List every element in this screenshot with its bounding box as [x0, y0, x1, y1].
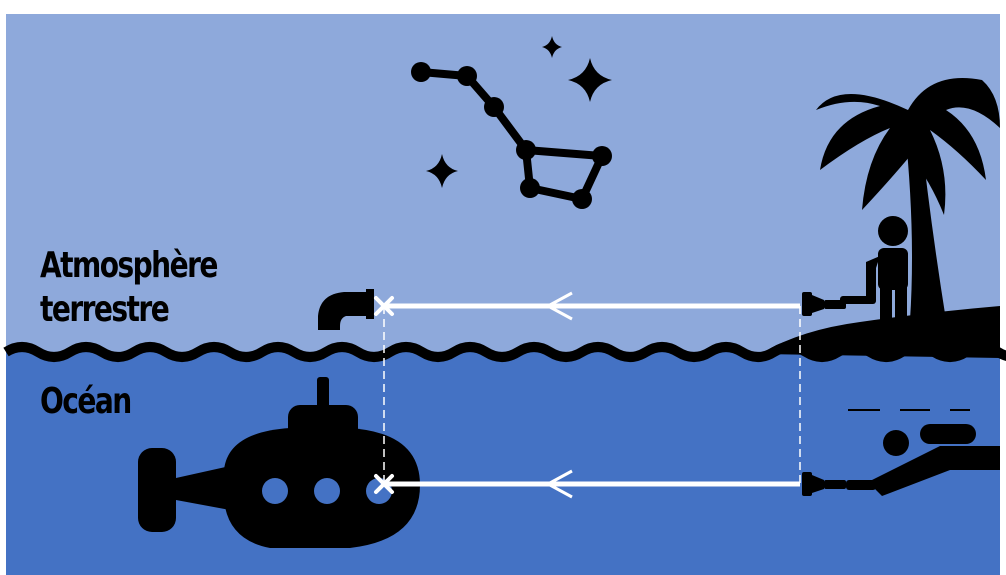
scuba-diver-icon	[802, 424, 1000, 496]
sparkle-star-icon	[542, 36, 562, 58]
light-ray-underwater	[384, 469, 800, 499]
light-ray-surface	[384, 291, 800, 321]
atmosphere-label-line1: Atmosphère	[40, 245, 218, 286]
palm-tree-icon	[816, 78, 1000, 320]
submarine-icon	[138, 377, 420, 548]
big-dipper-constellation-icon	[411, 62, 612, 209]
sparkle-star-icon	[568, 58, 612, 102]
flashlight-icon	[802, 292, 846, 316]
periscope-cap	[366, 289, 374, 319]
sparkle-star-icon	[426, 154, 458, 188]
periscope-icon	[318, 292, 368, 330]
island-icon	[760, 306, 1000, 358]
cross-marker	[374, 296, 394, 316]
waves-icon	[3, 342, 1006, 362]
cross-marker	[374, 474, 394, 494]
ocean-label: Océan	[40, 381, 132, 422]
sky-background	[6, 14, 1000, 354]
person-icon	[840, 216, 908, 322]
atmosphere-label-line2: terrestre	[40, 289, 170, 330]
